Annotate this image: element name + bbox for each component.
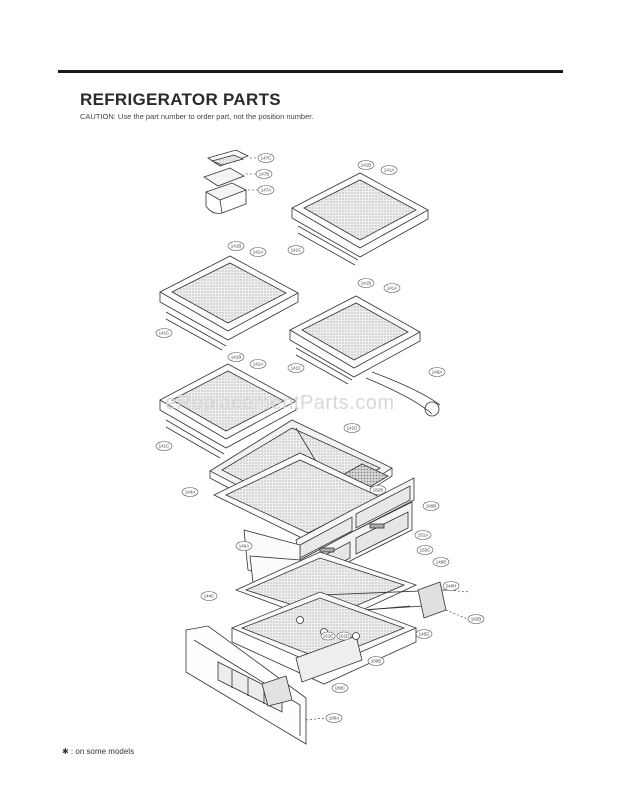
callout-161d: 161D: [336, 631, 352, 641]
callout-146a: 146A: [235, 541, 253, 551]
svg-text:180B: 180B: [426, 504, 437, 509]
svg-text:182B: 182B: [471, 617, 482, 622]
svg-text:149A: 149A: [432, 370, 443, 375]
svg-text:141C: 141C: [159, 444, 171, 449]
front-panel: [185, 625, 307, 745]
svg-text:144A: 144A: [185, 490, 196, 495]
svg-text:145D: 145D: [419, 632, 431, 637]
callout-141c-2: 141C: [155, 328, 173, 338]
svg-text:144C: 144C: [204, 594, 216, 599]
callout-147c: 147C: [257, 153, 275, 163]
footnote: ✱ : on some models: [62, 747, 135, 756]
svg-text:141B: 141B: [361, 281, 372, 286]
svg-text:155C: 155C: [420, 548, 432, 553]
callout-161e: 161E: [320, 631, 336, 641]
callout-141c-3: 141C: [287, 363, 305, 373]
svg-text:141A: 141A: [253, 250, 264, 255]
callout-180b-2: 180B: [367, 656, 385, 666]
shelf-middle-right: [289, 295, 441, 417]
svg-text:147C: 147C: [261, 156, 273, 161]
callout-144a: 144A: [181, 487, 199, 497]
svg-text:141A: 141A: [384, 168, 395, 173]
callout-labels: 147C 147B 147A 141B 141A 141C 141B 141A …: [155, 153, 485, 723]
svg-text:146B: 146B: [436, 560, 447, 565]
callout-147b: 147B: [255, 169, 273, 179]
callout-180c: 180C: [331, 683, 349, 693]
callout-141b-1: 141B: [357, 160, 375, 170]
svg-text:180B: 180B: [371, 659, 382, 664]
svg-text:141C: 141C: [159, 331, 171, 336]
drawer-rails: [319, 581, 447, 619]
svg-text:146A: 146A: [239, 544, 250, 549]
callout-141a-4: 141A: [249, 359, 267, 369]
egg-tray-group: [203, 149, 250, 214]
svg-text:147B: 147B: [259, 172, 270, 177]
callout-141a-2: 141A: [249, 247, 267, 257]
svg-text:180C: 180C: [335, 686, 347, 691]
callout-141c-1: 141C: [287, 245, 305, 255]
svg-text:141B: 141B: [361, 163, 372, 168]
svg-text:182B: 182B: [373, 488, 384, 493]
svg-text:141A: 141A: [253, 362, 264, 367]
callout-155c: 155C: [416, 545, 434, 555]
svg-text:161D: 161D: [339, 634, 351, 639]
callout-144c: 144C: [200, 591, 218, 601]
callout-141d: 141D: [343, 423, 361, 433]
shelf-upper-right: [291, 172, 429, 266]
callout-141c-4: 141C: [155, 441, 173, 451]
header-rule: [58, 70, 563, 73]
callout-141a-3: 141A: [383, 283, 401, 293]
bottom-pan: [230, 591, 418, 685]
page-title: REFRIGERATOR PARTS: [80, 90, 281, 109]
callout-149a: 149A: [428, 367, 446, 377]
callout-182b-2: 182B: [467, 614, 485, 624]
shelf-middle-left: [159, 255, 299, 351]
svg-text:161E: 161E: [323, 634, 334, 639]
callout-146b: 146B: [432, 557, 450, 567]
callout-145d: 145D: [415, 629, 433, 639]
svg-text:141B: 141B: [231, 355, 242, 360]
svg-text:147A: 147A: [261, 188, 272, 193]
callout-182b-1: 182B: [369, 485, 387, 495]
callout-180b-1: 180B: [422, 501, 440, 511]
svg-text:240H: 240H: [446, 584, 457, 589]
watermark: eReplacementParts.com: [165, 392, 395, 414]
callout-147a: 147A: [257, 185, 275, 195]
svg-text:141C: 141C: [291, 248, 303, 253]
svg-text:141A: 141A: [387, 286, 398, 291]
svg-text:151A: 151A: [418, 533, 429, 538]
svg-text:141D: 141D: [347, 426, 359, 431]
callout-180a: 180A: [325, 713, 343, 723]
svg-text:180A: 180A: [329, 716, 340, 721]
callout-240h: 240H: [442, 581, 460, 591]
callout-141b-2: 141B: [227, 241, 245, 251]
callout-141b-4: 141B: [227, 352, 245, 362]
svg-text:141B: 141B: [231, 244, 242, 249]
shelf-lower-left: [159, 363, 297, 459]
caution-note: CAUTION: Use the part number to order pa…: [80, 112, 314, 121]
svg-text:141C: 141C: [291, 366, 303, 371]
callout-141b-3: 141B: [357, 278, 375, 288]
callout-141a-1: 141A: [380, 165, 398, 175]
callout-151a: 151A: [414, 530, 432, 540]
